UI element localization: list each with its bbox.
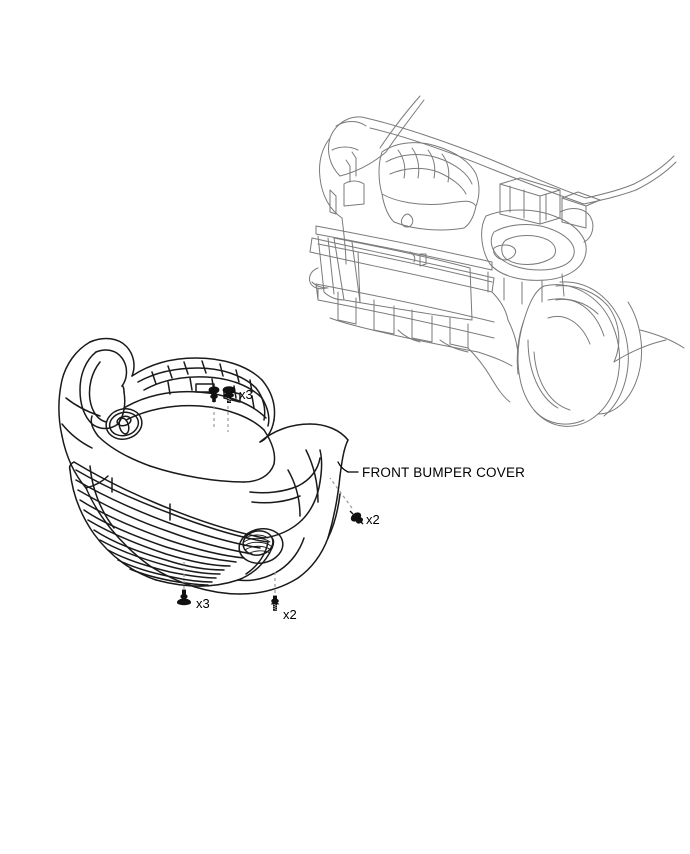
quantity-label-top-clip-screw: x3	[239, 387, 253, 402]
quantity-label-bottom-center-screw: x2	[283, 607, 297, 622]
leader-line-part-label	[337, 461, 359, 473]
clip-and-screw-icon	[208, 386, 236, 404]
push-clip-icon	[176, 589, 192, 606]
screw-icon	[270, 595, 280, 611]
quantity-label-side-clip: x2	[366, 512, 380, 527]
fastener-leader-lines	[183, 400, 353, 598]
clip-icon	[349, 510, 364, 525]
part-label-front-bumper-cover: FRONT BUMPER COVER	[362, 465, 526, 480]
quantity-label-bottom-left-clip: x3	[196, 596, 210, 611]
